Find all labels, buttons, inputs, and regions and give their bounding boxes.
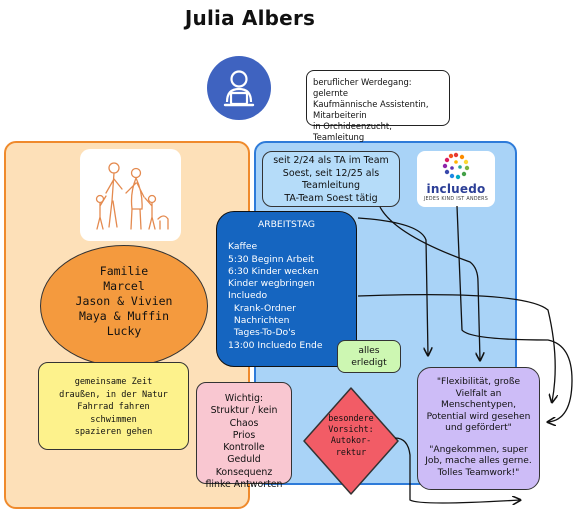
quotes-box: "Flexibilität, große Vielfalt an Mensche… <box>417 367 540 490</box>
family-line: Jason & Vivien <box>75 294 173 308</box>
career-line: beruflicher Werdegang: gelernte <box>313 77 412 98</box>
important-line: Konsequenz <box>215 466 273 478</box>
caution-line: Autokor- <box>330 435 372 446</box>
page-title: Julia Albers <box>184 6 316 30</box>
ta-line: seit 2/24 als TA im Team <box>273 155 389 166</box>
leisure-line: Fahrrad fahren <box>77 402 150 412</box>
leisure-line: draußen, in der Natur <box>59 389 168 400</box>
workday-item: Tages-To-Do's <box>228 327 296 339</box>
family-line: Lucky <box>106 324 142 338</box>
workday-box: ARBEITSTAG Kaffee 5:30 Beginn Arbeit 6:3… <box>216 211 357 367</box>
family-line: Maya & Muffin <box>78 309 169 323</box>
avatar <box>207 56 271 120</box>
important-line: flinke Antworten <box>205 479 283 491</box>
caution-line: Vorsicht: <box>328 424 374 435</box>
important-line: Prios <box>232 429 256 441</box>
done-line: erledigt <box>351 356 387 368</box>
important-line: Struktur / kein Chaos <box>210 405 278 429</box>
workday-item: 6:30 Kinder wecken <box>228 265 319 277</box>
incluedo-logo: incluedo JEDES KIND IST ANDERS <box>417 151 495 207</box>
logo-name: incluedo <box>426 182 486 196</box>
important-line: Kontrolle <box>223 442 265 454</box>
ta-box: seit 2/24 als TA im Team Soest, seit 12/… <box>262 151 400 207</box>
done-box: alles erledigt <box>337 340 401 373</box>
done-line: alles <box>358 345 380 356</box>
person-laptop-icon <box>223 70 255 107</box>
logo-tagline: JEDES KIND IST ANDERS <box>423 197 489 202</box>
caution-text: besondere Vorsicht: Autokor- rektur <box>320 413 382 458</box>
caution-line: besondere <box>328 413 374 423</box>
family-illustration <box>80 149 181 241</box>
leisure-line: spazieren gehen <box>74 427 153 437</box>
caution-line: rektur <box>335 446 367 457</box>
family-circle: Familie Marcel Jason & Vivien Maya & Muf… <box>40 245 208 367</box>
people-circle-icon <box>442 152 470 180</box>
workday-item: 5:30 Beginn Arbeit <box>228 253 315 265</box>
career-box: beruflicher Werdegang: gelernte Kaufmänn… <box>306 70 450 142</box>
workday-item: Krank-Ordner <box>228 302 296 314</box>
workday-item: Kinder wegbringen <box>228 278 315 290</box>
family-line: Marcel <box>103 279 145 293</box>
workday-item: 13:00 Incluedo Ende <box>228 339 323 351</box>
leisure-box: gemeinsame Zeit draußen, in der Natur Fa… <box>38 362 189 450</box>
quote-1: "Flexibilität, große Vielfalt an Mensche… <box>426 377 531 433</box>
ta-line: Teamleitung <box>301 180 361 191</box>
workday-item: Nachrichten <box>228 315 290 327</box>
important-line: Wichtig: <box>224 393 264 404</box>
leisure-line: gemeinsame Zeit <box>74 377 153 387</box>
caution-diamond <box>303 387 399 495</box>
workday-item: Incluedo <box>228 290 268 302</box>
ta-line: TA-Team Soest tätig <box>284 192 378 204</box>
career-line: Kaufmännische Assistentin, Mitarbeiterin <box>313 99 429 120</box>
ta-line: Soest, seit 12/25 als <box>282 167 380 179</box>
workday-item: Kaffee <box>228 241 258 253</box>
quote-2: "Angekommen, super Job, mache alles gern… <box>425 444 532 478</box>
career-line: in Orchideenzucht, Teamleitung <box>313 121 392 142</box>
important-box: Wichtig: Struktur / kein Chaos Prios Kon… <box>196 382 292 490</box>
workday-heading: ARBEITSTAG <box>257 219 316 230</box>
important-line: Geduld <box>227 454 261 466</box>
leisure-line: schwimmen <box>90 414 137 425</box>
family-line: Familie <box>99 264 149 278</box>
